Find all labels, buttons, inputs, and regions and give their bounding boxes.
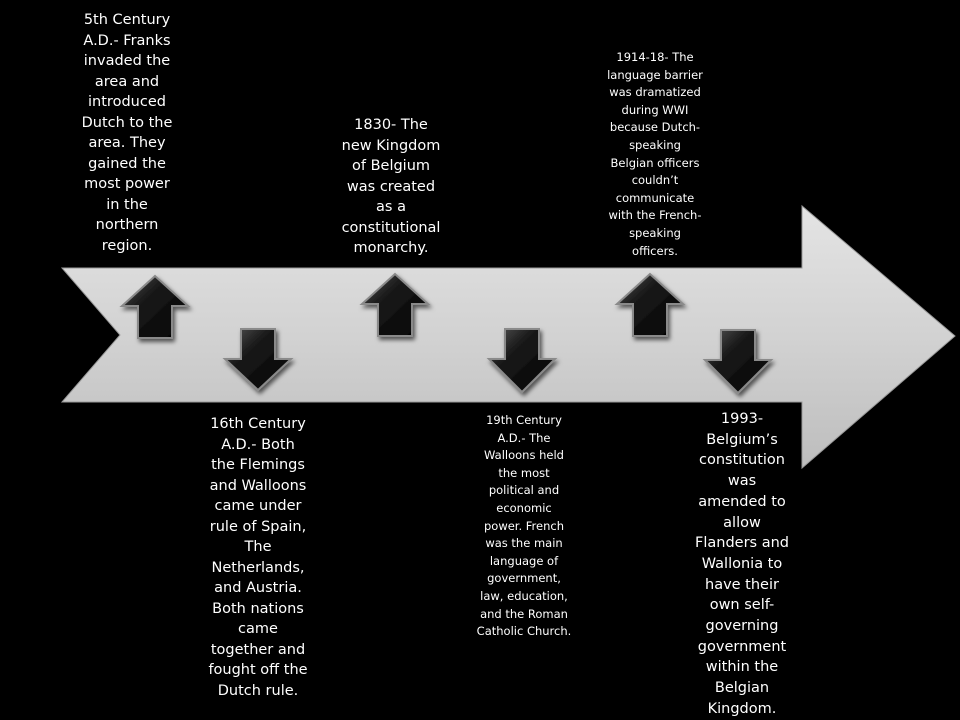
event-16th-century-caption: 16th Century A.D.- Both the Flemings and… bbox=[208, 416, 308, 699]
event-19th-century-caption: 19th Century A.D.- The Walloons held the… bbox=[476, 413, 572, 639]
up-arrow-icon bbox=[119, 274, 191, 339]
down-arrow-icon bbox=[702, 329, 774, 395]
event-1993-caption: 1993- Belgium’s constitution was amended… bbox=[695, 411, 789, 717]
up-arrow-icon bbox=[614, 272, 686, 337]
event-1830-caption: 1830- The new Kingdom of Belgium was cre… bbox=[341, 117, 441, 256]
up-arrow-icon bbox=[359, 272, 431, 337]
event-5th-century-caption: 5th Century A.D.- Franks invaded the are… bbox=[81, 12, 173, 254]
down-arrow-icon bbox=[222, 328, 294, 392]
down-arrow-icon bbox=[486, 328, 558, 394]
event-1914-18-caption: 1914-18- The language barrier was dramat… bbox=[607, 50, 703, 258]
